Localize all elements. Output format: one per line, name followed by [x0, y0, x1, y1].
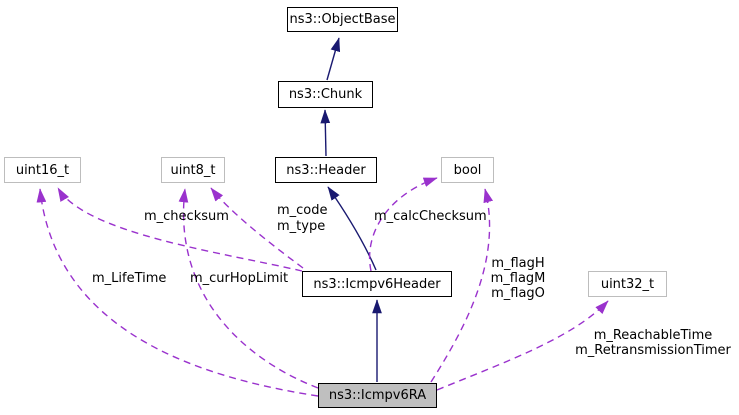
- edge-label-m-flagh: m_flagH: [491, 256, 545, 271]
- edge-label-m-type: m_type: [277, 219, 326, 234]
- edge-label-m-flago: m_flagO: [491, 286, 545, 301]
- edge-label-m-reachabletime: m_ReachableTime: [593, 328, 713, 343]
- edge-label-timers: m_ReachableTime m_RetransmissionTimer: [560, 328, 739, 358]
- node-ns3-icmpv6header[interactable]: ns3::Icmpv6Header: [302, 271, 452, 297]
- edge-label-m-flags: m_flagH m_flagM m_flagO: [482, 256, 554, 301]
- edge-header-to-chunk: [320, 109, 331, 157]
- edge-label-m-calcchecksum: m_calcChecksum: [374, 209, 487, 224]
- edge-m-reachabletime: [436, 300, 609, 391]
- edge-label-m-checksum: m_checksum: [144, 209, 229, 224]
- node-ns3-objectbase[interactable]: ns3::ObjectBase: [287, 7, 398, 32]
- node-ns3-chunk[interactable]: ns3::Chunk: [278, 81, 373, 108]
- node-uint8-t: uint8_t: [161, 157, 225, 183]
- edge-label-m-code: m_code: [277, 203, 328, 218]
- edge-m-code-m-type: [210, 187, 304, 269]
- edge-m-flags: [430, 188, 494, 383]
- edge-m-curhoplimit: [178, 188, 319, 389]
- node-uint32-t: uint32_t: [588, 271, 667, 297]
- node-ns3-header[interactable]: ns3::Header: [275, 157, 377, 183]
- node-ns3-icmpv6ra: ns3::Icmpv6RA: [318, 383, 437, 408]
- edge-m-checksum: [57, 187, 303, 272]
- edge-m-lifetime: [36, 188, 319, 397]
- edge-label-m-curhoplimit: m_curHopLimit: [190, 271, 289, 286]
- node-bool: bool: [441, 157, 494, 183]
- edge-label-m-lifetime: m_LifeTime: [92, 271, 167, 286]
- edge-label-m-flagm: m_flagM: [490, 271, 546, 286]
- edge-label-m-code-m-type: m_code m_type: [277, 203, 328, 235]
- edge-chunk-to-objectbase: [326, 37, 341, 81]
- edge-label-m-retransmissiontimer: m_RetransmissionTimer: [575, 343, 731, 358]
- node-uint16-t: uint16_t: [4, 157, 81, 183]
- edge-m-calcchecksum: [369, 177, 438, 272]
- edge-icmpv6header-to-header: [327, 186, 377, 271]
